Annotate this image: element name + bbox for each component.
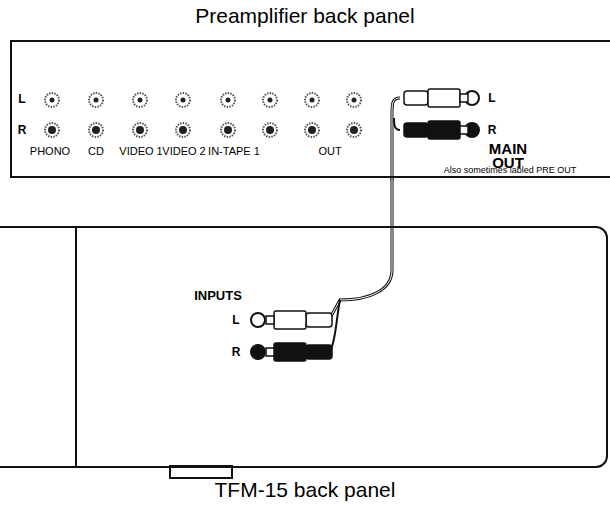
panel-divider (75, 228, 77, 466)
rca-jack (45, 123, 59, 137)
jack-pin (136, 126, 144, 134)
rca-jack (263, 123, 277, 137)
rca-jack (133, 93, 147, 107)
audio-cable (392, 178, 393, 226)
jack-pin (268, 98, 273, 103)
jack-pin (224, 126, 232, 134)
black-plug (266, 343, 332, 361)
jack-pin (138, 98, 143, 103)
jack-pin (350, 126, 358, 134)
jack-label: PHONO (30, 146, 70, 157)
panel-outline (0, 226, 608, 468)
white-plug (404, 89, 468, 107)
cable (394, 118, 400, 130)
rca-jack (347, 123, 361, 137)
rca-jack (221, 123, 235, 137)
jack-pin (181, 98, 186, 103)
rca-jack (251, 313, 265, 327)
jack-label: R (18, 124, 27, 136)
jack-pin (48, 126, 56, 134)
back-panel: TFM-15 back panel (0, 226, 608, 468)
rca-jack (305, 93, 319, 107)
rca-jack (45, 93, 59, 107)
jack-label: R (488, 124, 497, 136)
jack-pin (94, 98, 99, 103)
rca-jack (176, 93, 190, 107)
rca-jack (89, 123, 103, 137)
rca-jack (305, 123, 319, 137)
jack-label: OUT (318, 146, 341, 157)
rca-jack (251, 345, 265, 359)
rca-jack (89, 93, 103, 107)
jack-pin (226, 98, 231, 103)
jack-label: CD (88, 146, 104, 157)
jack-label: IN-TAPE 1 (208, 146, 260, 157)
jack-group (45, 91, 479, 359)
jack-label: VIDEO 1 (119, 146, 162, 157)
jack-label: INPUTS (194, 289, 242, 302)
jack-pin (308, 126, 316, 134)
jack-label: VIDEO 2 (162, 146, 205, 157)
jack-pin (266, 126, 274, 134)
jack-label: R (232, 346, 241, 358)
jack-label: L (488, 92, 495, 104)
black-plug (404, 121, 468, 139)
rca-jack (133, 123, 147, 137)
rca-jack (221, 93, 235, 107)
panel-heading: Preamplifier back panel (195, 4, 414, 28)
jack-label: Also sometimes labled PRE OUT (444, 166, 577, 175)
jack-label: L (232, 314, 239, 326)
white-plug (266, 311, 332, 329)
jack-pin (92, 126, 100, 134)
cable (392, 98, 400, 180)
rca-jack (347, 93, 361, 107)
cable (392, 98, 400, 180)
jack-pin (310, 98, 315, 103)
jack-pin (179, 126, 187, 134)
rca-jack (176, 123, 190, 137)
jack-pin (352, 98, 357, 103)
rca-jack (263, 93, 277, 107)
panel-heading: TFM-15 back panel (215, 478, 396, 502)
jack-label: L (18, 93, 25, 105)
jack-pin (50, 98, 55, 103)
